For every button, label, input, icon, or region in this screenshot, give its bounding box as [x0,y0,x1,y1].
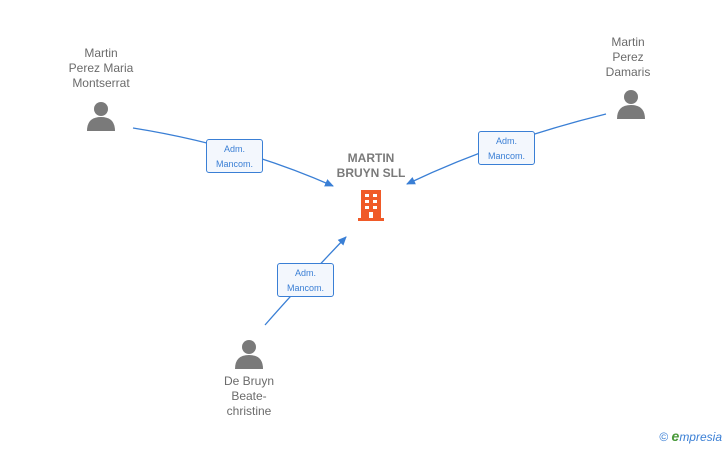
edge-label-line: Adm. [294,268,316,278]
person-icon [235,340,263,369]
edge-label-line: Adm. [223,144,245,154]
building-icon [358,190,384,221]
empresia-logo: © empresia [659,428,722,444]
person-label-line: Montserrat [72,76,130,90]
company-name-line1: MARTIN [347,151,395,165]
company-name[interactable]: MARTIN BRUYN SLL [335,151,407,181]
brand-e: e [671,428,680,444]
brand-rest: mpresia [679,430,722,444]
person-label-line: Perez Maria [68,61,134,75]
edge-label-damaris[interactable]: Adm. Mancom. [478,131,535,165]
person-label-montserrat[interactable]: Martin Perez Maria Montserrat [56,46,146,91]
company-name-line2: BRUYN SLL [336,166,406,180]
edge-label-line: Mancom. [215,159,253,169]
person-label-line: Martin [84,46,118,60]
person-label-line: Martin [611,35,645,49]
person-label-damaris[interactable]: Martin Perez Damaris [588,35,668,80]
person-label-line: Damaris [605,65,651,79]
edge-label-line: Mancom. [487,151,525,161]
person-label-debruyn[interactable]: De Bruyn Beate- christine [207,374,291,419]
copyright-symbol: © [659,430,669,444]
person-icon [87,102,115,131]
person-icon [617,90,645,119]
edge-label-montserrat[interactable]: Adm. Mancom. [206,139,263,173]
edge-label-line: Mancom. [286,283,324,293]
person-label-line: christine [226,404,272,418]
person-label-line: De Bruyn [223,374,275,388]
person-label-line: Perez [612,50,644,64]
person-label-line: Beate- [231,389,267,403]
edge-label-debruyn[interactable]: Adm. Mancom. [277,263,334,297]
edge-label-line: Adm. [495,136,517,146]
